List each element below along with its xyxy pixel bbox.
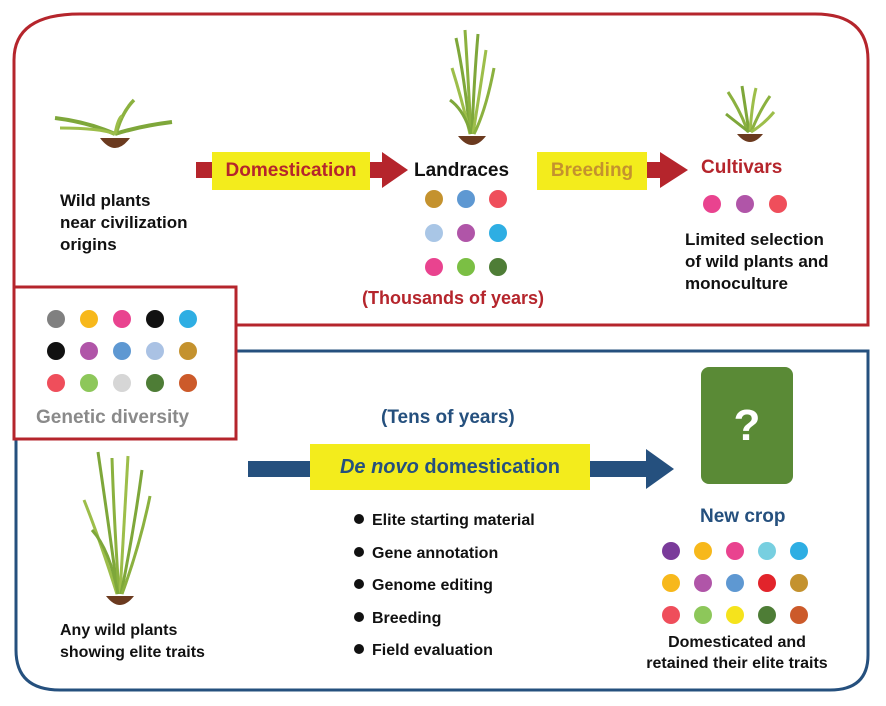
new-crop-dot [726,606,744,624]
genetic-diversity-label: Genetic diversity [36,407,190,428]
new-crop-dot [726,574,744,592]
new-crop-dot [726,542,744,560]
diversity-dot [80,374,98,392]
arrow-de-novo [248,449,674,489]
cultivar-plant-icon [725,85,776,142]
new-crop-dot [662,574,680,592]
step-item: Gene annotation [354,545,498,563]
landrace-dot [489,190,507,208]
thousands-of-years-label: (Thousands of years) [362,288,545,308]
new-crop-dot [694,542,712,560]
new-crop-dot [790,574,808,592]
step-item: Field evaluation [354,642,493,660]
landrace-dot [489,224,507,242]
step-label: Breeding [372,609,442,627]
breeding-tag: Breeding [537,152,647,190]
new-crop-dot [694,574,712,592]
diversity-dot [179,310,197,328]
new-crop-dot [694,606,712,624]
diversity-dot [146,310,164,328]
wild-plants-label: Wild plants near civilization origins [60,191,188,254]
diversity-dot [80,342,98,360]
step-label: Field evaluation [372,642,493,659]
step-label: Genome editing [372,577,493,594]
new-crop-dot [790,606,808,624]
landrace-dot [489,258,507,276]
new-crop-note: Domesticated and retained their elite tr… [646,634,828,672]
new-crop-label: New crop [700,506,786,527]
diversity-dot [113,342,131,360]
arrow-breeding [644,152,688,188]
cultivars-label: Cultivars [701,157,783,178]
landrace-dot [425,190,443,208]
diversity-dot [179,342,197,360]
new-crop-dot [790,542,808,560]
diversity-dot [80,310,98,328]
new-crop-box: ? [701,367,793,484]
breeding-label: Breeding [550,160,634,181]
landrace-dot [457,258,475,276]
diversity-dot [113,310,131,328]
landraces-label: Landraces [414,160,510,181]
diversity-dot [146,342,164,360]
step-label: Elite starting material [372,512,535,529]
diversity-dot [47,342,65,360]
bottom-frame [14,287,870,692]
new-crop-dot [758,606,776,624]
diversity-dot [47,310,65,328]
diversity-dot [113,374,131,392]
bullet-icon [354,514,364,524]
any-wild-plants-label: Any wild plants showing elite traits [60,622,205,661]
cultivar-dot [769,195,787,213]
any-wild-plant-icon [82,451,152,605]
new-crop-dot [758,542,776,560]
diversity-dot [179,374,197,392]
landrace-dot [425,258,443,276]
step-item: Breeding [354,610,441,628]
step-item: Elite starting material [354,512,535,530]
bullet-icon [354,579,364,589]
diversity-dot [47,374,65,392]
step-item: Genome editing [354,577,493,595]
step-label: Gene annotation [372,544,499,562]
bullet-icon [354,611,364,622]
new-crop-dot [662,542,680,560]
landrace-dot [457,190,475,208]
domestication-label: Domestication [225,160,357,181]
de-novo-tag: De novo domestication [310,444,590,490]
bullet-icon [354,644,364,654]
tens-of-years-label: (Tens of years) [381,407,515,428]
cultivars-note: Limited selection of wild plants and mon… [685,230,829,293]
domestication-tag: Domestication [212,152,370,190]
cultivar-dot [736,195,754,213]
landrace-dot [457,224,475,242]
new-crop-dot [662,606,680,624]
wild-plant-icon [54,98,173,148]
landrace-dot [425,224,443,242]
de-novo-italic: De novo [339,455,419,478]
de-novo-rest: domestication [418,455,561,478]
bullet-icon [354,546,364,557]
cultivar-dot [703,195,721,213]
new-crop-dot [758,574,776,592]
landrace-plant-icon [449,29,496,145]
question-mark: ? [733,400,761,450]
diversity-dot [146,374,164,392]
